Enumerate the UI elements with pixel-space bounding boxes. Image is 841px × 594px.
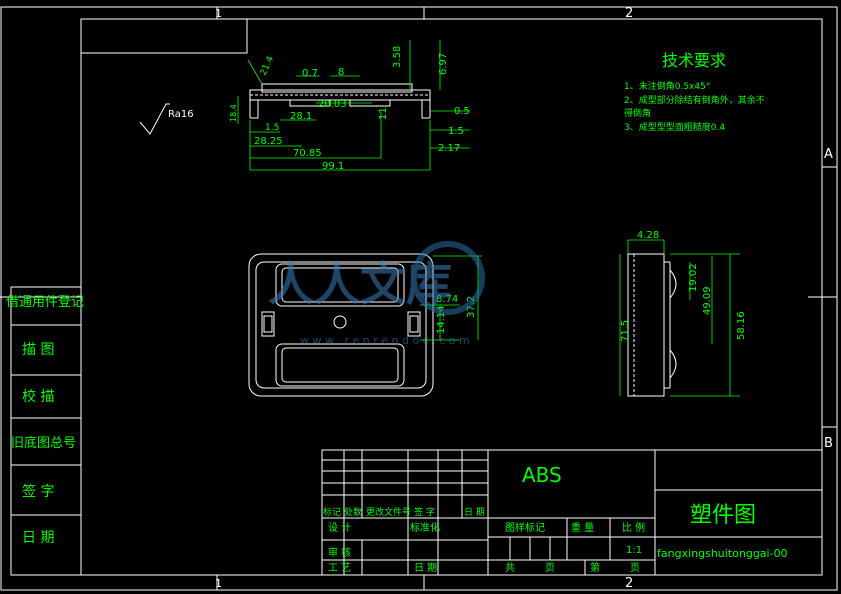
material-value: ABS [522,463,562,487]
dim-28-25: 28.25 [254,136,283,147]
dim-4-28: 4.28 [637,230,659,241]
dim-19-02: 19.02 [688,263,699,292]
dim-99-1: 99.1 [322,161,344,172]
dim-2-17: 2.17 [438,143,460,154]
dim-11: 11 [378,107,389,120]
tb-header: 签 字 [414,506,435,518]
tb-header: 工 艺 [328,562,351,574]
dim-14-14: 14.14 [436,305,447,334]
tb-header: 比 例 [622,521,645,534]
outer-frame [0,6,838,591]
tb-header: 日 期 [414,562,437,574]
dim-70-85: 70.85 [293,148,322,159]
tech-req-item: 3、成型型型面粗糙度0.4 [624,121,725,133]
dim-1-5: 1.5 [265,123,279,133]
tb-header: 标记 [323,506,341,518]
tb-header: 页 [545,562,555,574]
tb-header: 图样标记 [505,521,545,534]
zone-label: 1 [215,7,222,20]
watermark-text: 人人文库 [268,257,452,311]
tech-req-item: 2、成型部分除结有倒角外，其余不 [624,94,765,106]
panel-row-label: 旧底图总号 [11,435,76,451]
tb-header: 更改文件号 [366,506,411,518]
tb-header: 重 量 [571,521,594,534]
zone-label: B [824,436,833,451]
dim-8-74: 8.74 [436,294,458,305]
scale-value: 1:1 [626,545,642,556]
tech-req-item: 1、未注倒角0.5x45° [624,80,710,92]
panel-row-label: 日 期 [22,530,54,546]
tb-header: 审 核 [328,546,351,559]
panel-row-label: 校 描 [22,388,54,405]
tb-header: 日 期 [464,507,485,518]
title-block [321,449,823,576]
watermark: 人人文库 w w w . r e n r e n d o c . c o m [268,241,485,347]
roughness-label: Ra16 [168,109,194,120]
drawing-name: 塑件图 [690,503,756,528]
dim-18-4: 18.4 [229,104,238,122]
side-view-dimension-lines [619,239,740,397]
dim-0-5: 0.5 [454,106,470,117]
zone-label: A [824,147,833,162]
drawing-number: fangxingshuitonggai-00 [657,547,788,560]
dim-6-97: 6.97 [438,53,449,75]
dim-49-09: 49.09 [702,286,713,315]
panel-row-label: 描 图 [22,342,54,358]
dim-71-5: 71.5 [620,320,631,342]
tb-header: 页 [630,562,640,574]
dim-58-16: 58.16 [736,311,747,340]
tech-req-title: 技术要求 [662,51,726,70]
zone-label: 2 [625,6,633,21]
dim-21-4: 21.4 [259,55,277,78]
front-plan-view [248,253,434,397]
zone-label: 2 [625,576,633,591]
dim-20-03: 20.03 [318,99,347,110]
tb-header: 标准化 [410,521,440,534]
panel-row-label: 借通用件登记 [6,295,84,310]
dim-37-2: 37.2 [466,296,477,318]
tech-req-item: 得倒角 [624,107,651,119]
side-view [627,253,677,397]
tb-header: 共 [505,562,515,574]
panel-row-label: 签 字 [22,483,54,500]
top-left-box [81,19,248,54]
dim-3-58: 3.58 [392,46,403,68]
left-registration-panel [10,286,82,576]
dim-1-5: 1.5 [448,126,464,137]
top-section-view [249,83,431,119]
tb-header: 设 计 [328,521,351,534]
top-view-dimension-lines [237,40,470,171]
tb-header: 第 [590,561,600,574]
roughness-symbol [139,103,170,135]
watermark-url: w w w . r e n r e n d o c . c o m [300,334,470,347]
tb-header: 处数 [344,506,362,518]
dim-0-7: 0.7 [302,68,318,79]
dim-8: 8 [338,67,344,78]
zone-label: 1 [215,577,222,590]
dim-28-1: 28.1 [290,111,312,122]
